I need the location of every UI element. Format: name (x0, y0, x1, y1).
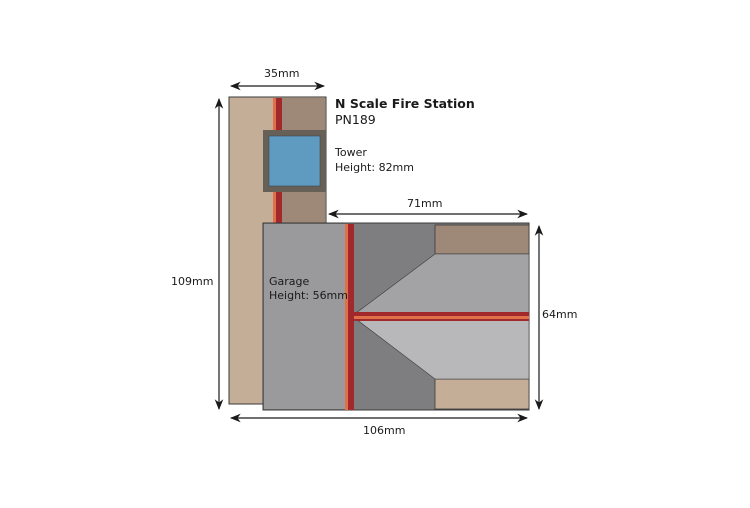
tower-width-label: 35mm (264, 67, 300, 80)
garage-label: Garage (269, 275, 310, 288)
garage-depth-label: 71mm (407, 197, 443, 210)
overall-depth-label: 109mm (171, 275, 214, 288)
product-code: PN189 (335, 112, 376, 127)
tower-window-glass (268, 135, 321, 187)
garage-vertical-ridge (345, 224, 348, 410)
garage-block (262, 222, 530, 411)
tower-height-label: Height: 82mm (335, 161, 414, 174)
garage-upper-wall (434, 224, 530, 255)
overall-width-label: 106mm (363, 424, 406, 437)
garage-width-label: 64mm (542, 308, 578, 321)
garage-lower-wall (434, 378, 530, 410)
product-title: N Scale Fire Station (335, 96, 475, 111)
tower-label: Tower (335, 146, 367, 159)
garage-horizontal-ridge (350, 312, 529, 316)
garage-height-label: Height: 56mm (269, 289, 348, 302)
